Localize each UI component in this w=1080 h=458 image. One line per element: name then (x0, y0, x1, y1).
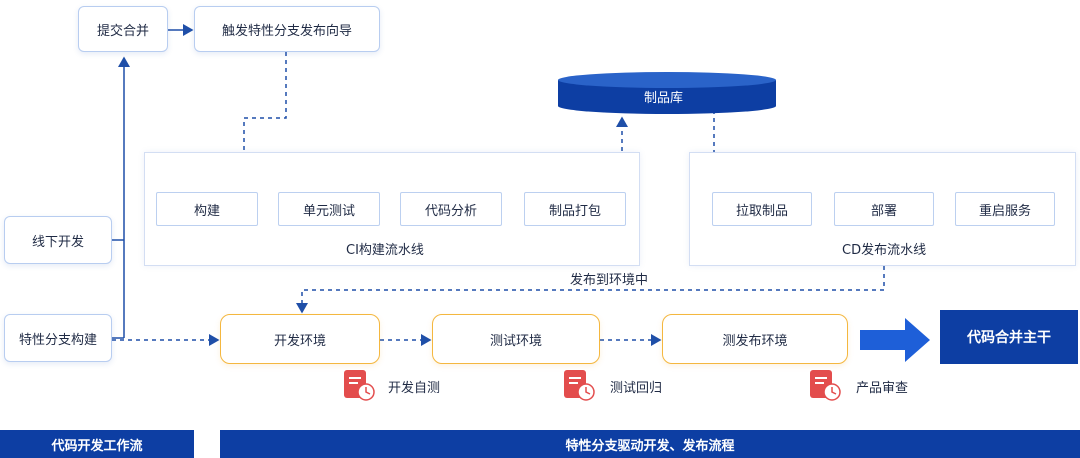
repo-label: 制品库 (644, 91, 684, 106)
cd-step-label: 拉取制品 (735, 203, 788, 219)
cd-step-label: 部署 (870, 203, 897, 219)
footer-left-label: 代码开发工作流 (51, 438, 143, 454)
document-clock-icon (810, 370, 841, 401)
ci-step-code-analysis: 代码分析 (400, 192, 502, 226)
cd-step-label: 重启服务 (978, 203, 1031, 219)
ci-pipeline-title: CI构建流水线 (346, 243, 424, 258)
env-dev: 开发环境 (220, 314, 380, 364)
footer-left-bar: 代码开发工作流 (0, 430, 194, 458)
document-clock-icon (564, 370, 595, 401)
submit-merge-box: 提交合并 (78, 6, 168, 52)
cd-step-restart: 重启服务 (955, 192, 1055, 226)
offline-dev-label: 线下开发 (31, 234, 84, 250)
ci-step-label: 单元测试 (302, 203, 355, 219)
task-label: 开发自测 (388, 381, 441, 396)
offline-dev-box: 线下开发 (4, 216, 112, 264)
cd-step-pull: 拉取制品 (712, 192, 812, 226)
merge-trunk-label: 代码合并主干 (967, 330, 1051, 346)
env-label: 测试环境 (489, 333, 542, 349)
env-label: 测发布环境 (722, 333, 788, 349)
repo-cylinder (558, 72, 776, 114)
feature-build-label: 特性分支构建 (18, 332, 97, 348)
ci-step-unit-test: 单元测试 (278, 192, 380, 226)
feature-build-box: 特性分支构建 (4, 314, 112, 362)
env-test: 测试环境 (432, 314, 600, 364)
env-pre-release: 测发布环境 (662, 314, 848, 364)
trigger-wizard-label: 触发特性分支发布向导 (221, 23, 352, 39)
ci-step-package: 制品打包 (524, 192, 626, 226)
task-label: 产品审查 (856, 381, 909, 396)
footer-right-bar: 特性分支驱动开发、发布流程 (220, 430, 1080, 458)
ci-step-label: 制品打包 (548, 203, 601, 219)
document-clock-icon (344, 370, 375, 401)
merge-trunk-box: 代码合并主干 (940, 310, 1078, 364)
submit-merge-label: 提交合并 (96, 23, 149, 39)
cd-pipeline-title: CD发布流水线 (842, 243, 927, 258)
task-label: 测试回归 (610, 381, 663, 396)
env-label: 开发环境 (273, 333, 326, 349)
ci-step-build: 构建 (156, 192, 258, 226)
ci-step-label: 构建 (193, 203, 220, 219)
cd-step-deploy: 部署 (834, 192, 934, 226)
ci-step-label: 代码分析 (424, 203, 477, 219)
footer-right-label: 特性分支驱动开发、发布流程 (565, 438, 735, 454)
trigger-wizard-box: 触发特性分支发布向导 (194, 6, 380, 52)
publish-label: 发布到环境中 (570, 273, 649, 288)
